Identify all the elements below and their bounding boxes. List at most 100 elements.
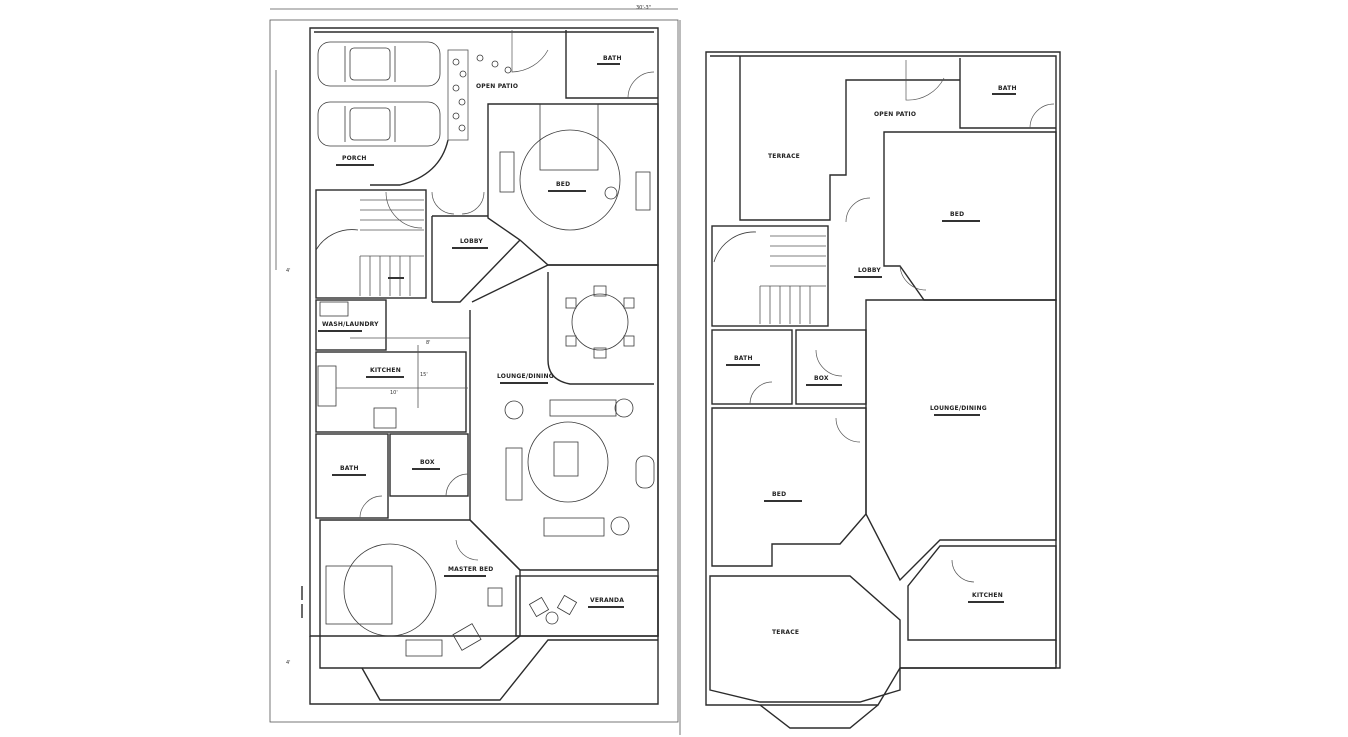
ground-wash-laundry-label: WASH/LAUNDRY [322, 321, 379, 328]
first-bath-top-walls [959, 58, 1056, 129]
first-kitchen-label: KITCHEN [972, 592, 1003, 599]
car-top [317, 41, 441, 87]
lounge-rug [527, 421, 609, 503]
first-floor-plan: TERRACE OPEN PATIO BATH BED LOBBY [705, 51, 1061, 729]
sofa-top [549, 399, 617, 417]
bath-door [359, 495, 383, 519]
ground-lounge-dining-label: LOUNGE/DINING [497, 373, 554, 380]
ground-box-label: BOX [420, 459, 435, 466]
first-terrace-bottom-walls [709, 575, 901, 703]
ground-master-bed-label: MASTER BED [448, 566, 494, 573]
rear-lawn-boundary [309, 580, 659, 705]
first-bath-door [749, 381, 773, 405]
ground-floor-plan: 30'-3" 4' 4' PORCH [269, 5, 681, 735]
dim-4a-label: 4' [286, 268, 291, 274]
sink-counter [317, 365, 337, 407]
bath-top-walls [565, 30, 658, 99]
dim-8-label: 8' [426, 340, 431, 346]
dresser [635, 171, 651, 211]
first-bath-top-door [1029, 103, 1055, 129]
first-lobby-door [845, 197, 871, 223]
master-bed-rug [343, 543, 437, 637]
dim-15-label: 15' [420, 372, 428, 378]
dim-10-label: 10' [390, 390, 398, 396]
overall-width-label: 30'-3" [636, 5, 651, 11]
ground-bed-label: BED [556, 181, 570, 188]
side-table-3 [610, 516, 630, 536]
planter-strip [447, 49, 469, 141]
ground-bath-top-label: BATH [603, 55, 622, 62]
first-bed-left-walls [711, 407, 867, 567]
side-table-2 [614, 398, 634, 418]
stair-door [385, 191, 423, 229]
dim-4b-label: 4' [286, 660, 291, 666]
master-chair [452, 623, 482, 651]
first-terrace-bottom-label: TERACE [772, 629, 799, 636]
coffee-table [553, 441, 579, 477]
first-stair-treads [759, 235, 826, 324]
bed-rug [519, 129, 621, 231]
ground-lobby-label: LOBBY [460, 238, 483, 245]
master-door [455, 539, 479, 561]
bath-walls [315, 433, 389, 519]
sofa-bottom [543, 517, 605, 537]
first-outer-inner [710, 55, 1057, 664]
first-open-patio-label: OPEN PATIO [874, 111, 916, 118]
first-lobby-label: LOBBY [858, 267, 881, 274]
master-desk [487, 587, 503, 607]
first-stair-curve [713, 231, 757, 263]
stair-curve [315, 229, 359, 251]
box-door [445, 473, 469, 497]
bed-furniture [539, 103, 599, 171]
first-kitchen-door [951, 559, 975, 583]
ground-outer-wall [309, 27, 659, 637]
first-lounge-walls [865, 299, 1057, 582]
first-bed-right-walls [883, 131, 1057, 301]
car-bottom [317, 101, 441, 147]
porch-label: PORCH [342, 155, 367, 162]
master-sofa [405, 639, 443, 657]
first-balcony-edge [900, 640, 1057, 669]
first-bed-right-label: BED [950, 211, 964, 218]
first-kitchen-walls [907, 545, 1057, 641]
first-bath-walls [711, 329, 793, 405]
master-bed-furniture [325, 565, 393, 625]
veranda-chairs [528, 594, 578, 625]
stair-block [315, 189, 427, 299]
lobby-walls [431, 215, 521, 303]
ground-open-patio-label: OPEN PATIO [476, 83, 518, 90]
ground-veranda-label: VERANDA [590, 597, 624, 604]
first-outer-wall [705, 51, 1061, 706]
stair-treads [359, 199, 424, 296]
first-bay-projection [759, 704, 879, 729]
rear-bay-wall [361, 639, 658, 701]
master-bed-walls [319, 519, 521, 669]
first-bath-top-label: BATH [998, 85, 1017, 92]
first-box-walls [795, 329, 867, 405]
first-box-door [815, 349, 843, 377]
ground-kitchen-label: KITCHEN [370, 367, 401, 374]
sofa-left [505, 447, 523, 501]
first-bed-left-label: BED [772, 491, 786, 498]
first-terrace-label: TERRACE [768, 153, 800, 160]
stool [604, 186, 618, 200]
box-walls [389, 433, 469, 497]
first-stair-block [711, 225, 829, 327]
first-box-label: BOX [814, 375, 829, 382]
ground-bath-label: BATH [340, 465, 359, 472]
kitchen-walls [315, 351, 467, 433]
side-chair [499, 151, 515, 193]
first-lounge-door [835, 417, 861, 443]
washing-machine [319, 301, 349, 317]
terrace-walls [739, 56, 960, 221]
first-lounge-dining-label: LOUNGE/DINING [930, 405, 987, 412]
lounge-walls [469, 264, 659, 571]
lobby-double-door [431, 191, 485, 215]
veranda-walls [515, 575, 659, 637]
plot-boundary [269, 19, 679, 723]
spiral-stair-arc [511, 30, 549, 73]
first-spiral-arc [905, 60, 945, 101]
bedroom-walls [487, 103, 659, 266]
tv-unit [635, 455, 655, 489]
